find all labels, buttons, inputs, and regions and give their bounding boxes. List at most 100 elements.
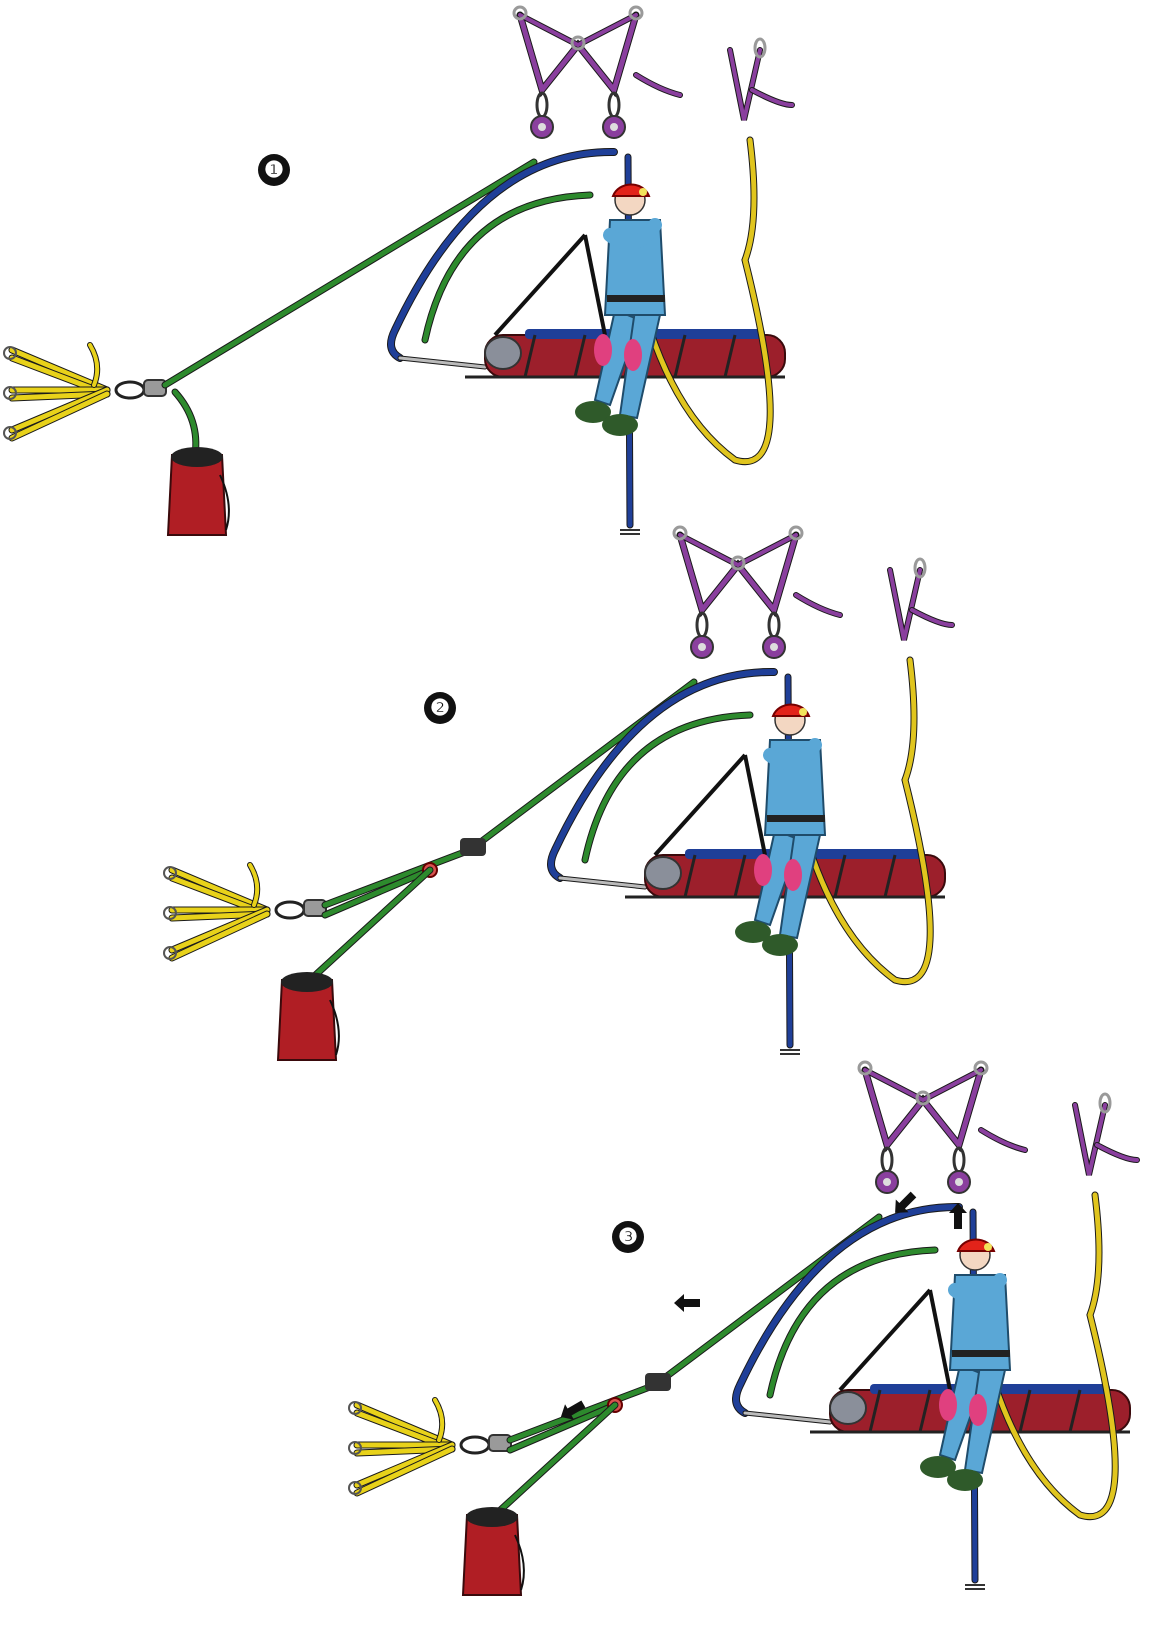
litter-head [644,856,682,890]
main-rope-loop [422,192,593,343]
arrow-shape [949,1203,967,1229]
carabiner-icon [459,1435,491,1455]
pulley-axle [770,643,778,651]
anchor-sling-tail [979,1128,1027,1152]
main-rope-outline [321,678,698,909]
ring-icon [348,1481,362,1495]
boot [920,1456,956,1478]
harness-belt [952,1350,1010,1357]
carabiner-icon [695,611,709,639]
rope-bag-icon [276,972,340,1061]
webbing-tail [248,863,260,907]
webbing-tail [88,343,100,387]
pulley-axle [955,1178,963,1186]
carabiner-icon [952,1146,966,1174]
litter-head [484,336,522,370]
belay-rope-loop [388,148,617,361]
anchor-sling-top [678,533,798,568]
bag-top [466,1507,518,1527]
webbing-strand [169,911,270,961]
direction-arrow-icon [674,1294,700,1312]
bridle-line [838,1288,932,1392]
headlamp [984,1243,992,1251]
rescuer-icon [920,1238,1012,1491]
anchor-sling-top [518,13,638,48]
litter-strap [883,854,897,898]
boot [735,921,771,943]
ceiling-ring-icon [512,5,528,21]
rescuer-icon [575,183,667,436]
litter-strap [573,334,587,378]
arm [603,218,662,250]
leg-left [938,1363,987,1462]
side-anchor [887,557,955,641]
ceiling-ring-icon [628,5,644,21]
carabiner-icon [274,900,306,920]
knee-pad [939,1389,957,1421]
anchor-sling-top [863,1068,983,1103]
anchor-sling-icon [857,1060,1028,1194]
side-sling [728,48,762,121]
litter-tether [398,356,487,369]
litter-tether [558,876,647,889]
litter-head [829,1391,867,1425]
direction-arrow-icon [560,1400,586,1420]
webbing-strand [169,907,270,953]
carabiner-icon [913,557,927,579]
ring-icon [163,906,177,920]
step-1-badge: ❶ [258,154,290,186]
direction-arrow-icon [949,1203,967,1229]
ring-icon [163,866,177,880]
ring-icon [3,426,17,440]
haul-rope [322,867,433,918]
belay-rope-loop [548,668,777,881]
webbing-strand [354,1402,455,1448]
pulley-axle [698,643,706,651]
carabiner-icon [1098,1092,1112,1114]
bag-strap [219,474,230,531]
main-rope-tail [492,1402,618,1518]
anchor-sling-icon [672,525,843,659]
scene-2 [163,525,955,1061]
side-sling-tail [1095,1143,1139,1162]
main-rope-loop [582,712,753,863]
anchor-webbing-icon [3,342,167,442]
main-rope-tail [307,867,433,983]
boot [575,401,611,423]
litter-tether [743,1411,832,1424]
litter-strap [1068,1389,1082,1433]
webbing-strand [169,867,270,913]
bag-top [281,972,333,992]
bridle-line [743,754,767,856]
rescuer-icon [735,703,827,956]
haul-rope [507,1402,618,1453]
direction-arrow-icon [895,1191,917,1213]
carabiner-icon [767,611,781,639]
leg-left [593,308,642,407]
headlamp [799,708,807,716]
webbing-strand [9,387,110,433]
boot [762,934,798,956]
rope-bag-icon [461,1507,525,1596]
headlamp [639,188,647,196]
anchor-sling-tail [634,73,682,97]
ring-icon [348,1401,362,1415]
ceiling-ring-icon [915,1090,931,1106]
progress-capture-icon [460,838,486,856]
bag-strap [329,999,340,1056]
litter-strap [833,854,847,898]
webbing-tail [433,1398,445,1442]
side-sling-tail [910,608,954,627]
knee-pad [624,339,642,371]
ceiling-ring-icon [570,35,586,51]
leg-left [753,828,802,927]
bridle-line [928,1289,952,1391]
side-anchor [1072,1092,1140,1176]
safety-rope [647,137,773,465]
safety-rope [992,1192,1118,1520]
webbing-strand [9,347,110,393]
ring-icon [3,386,17,400]
litter-strap [523,334,537,378]
step-3-arrows [560,1191,967,1420]
